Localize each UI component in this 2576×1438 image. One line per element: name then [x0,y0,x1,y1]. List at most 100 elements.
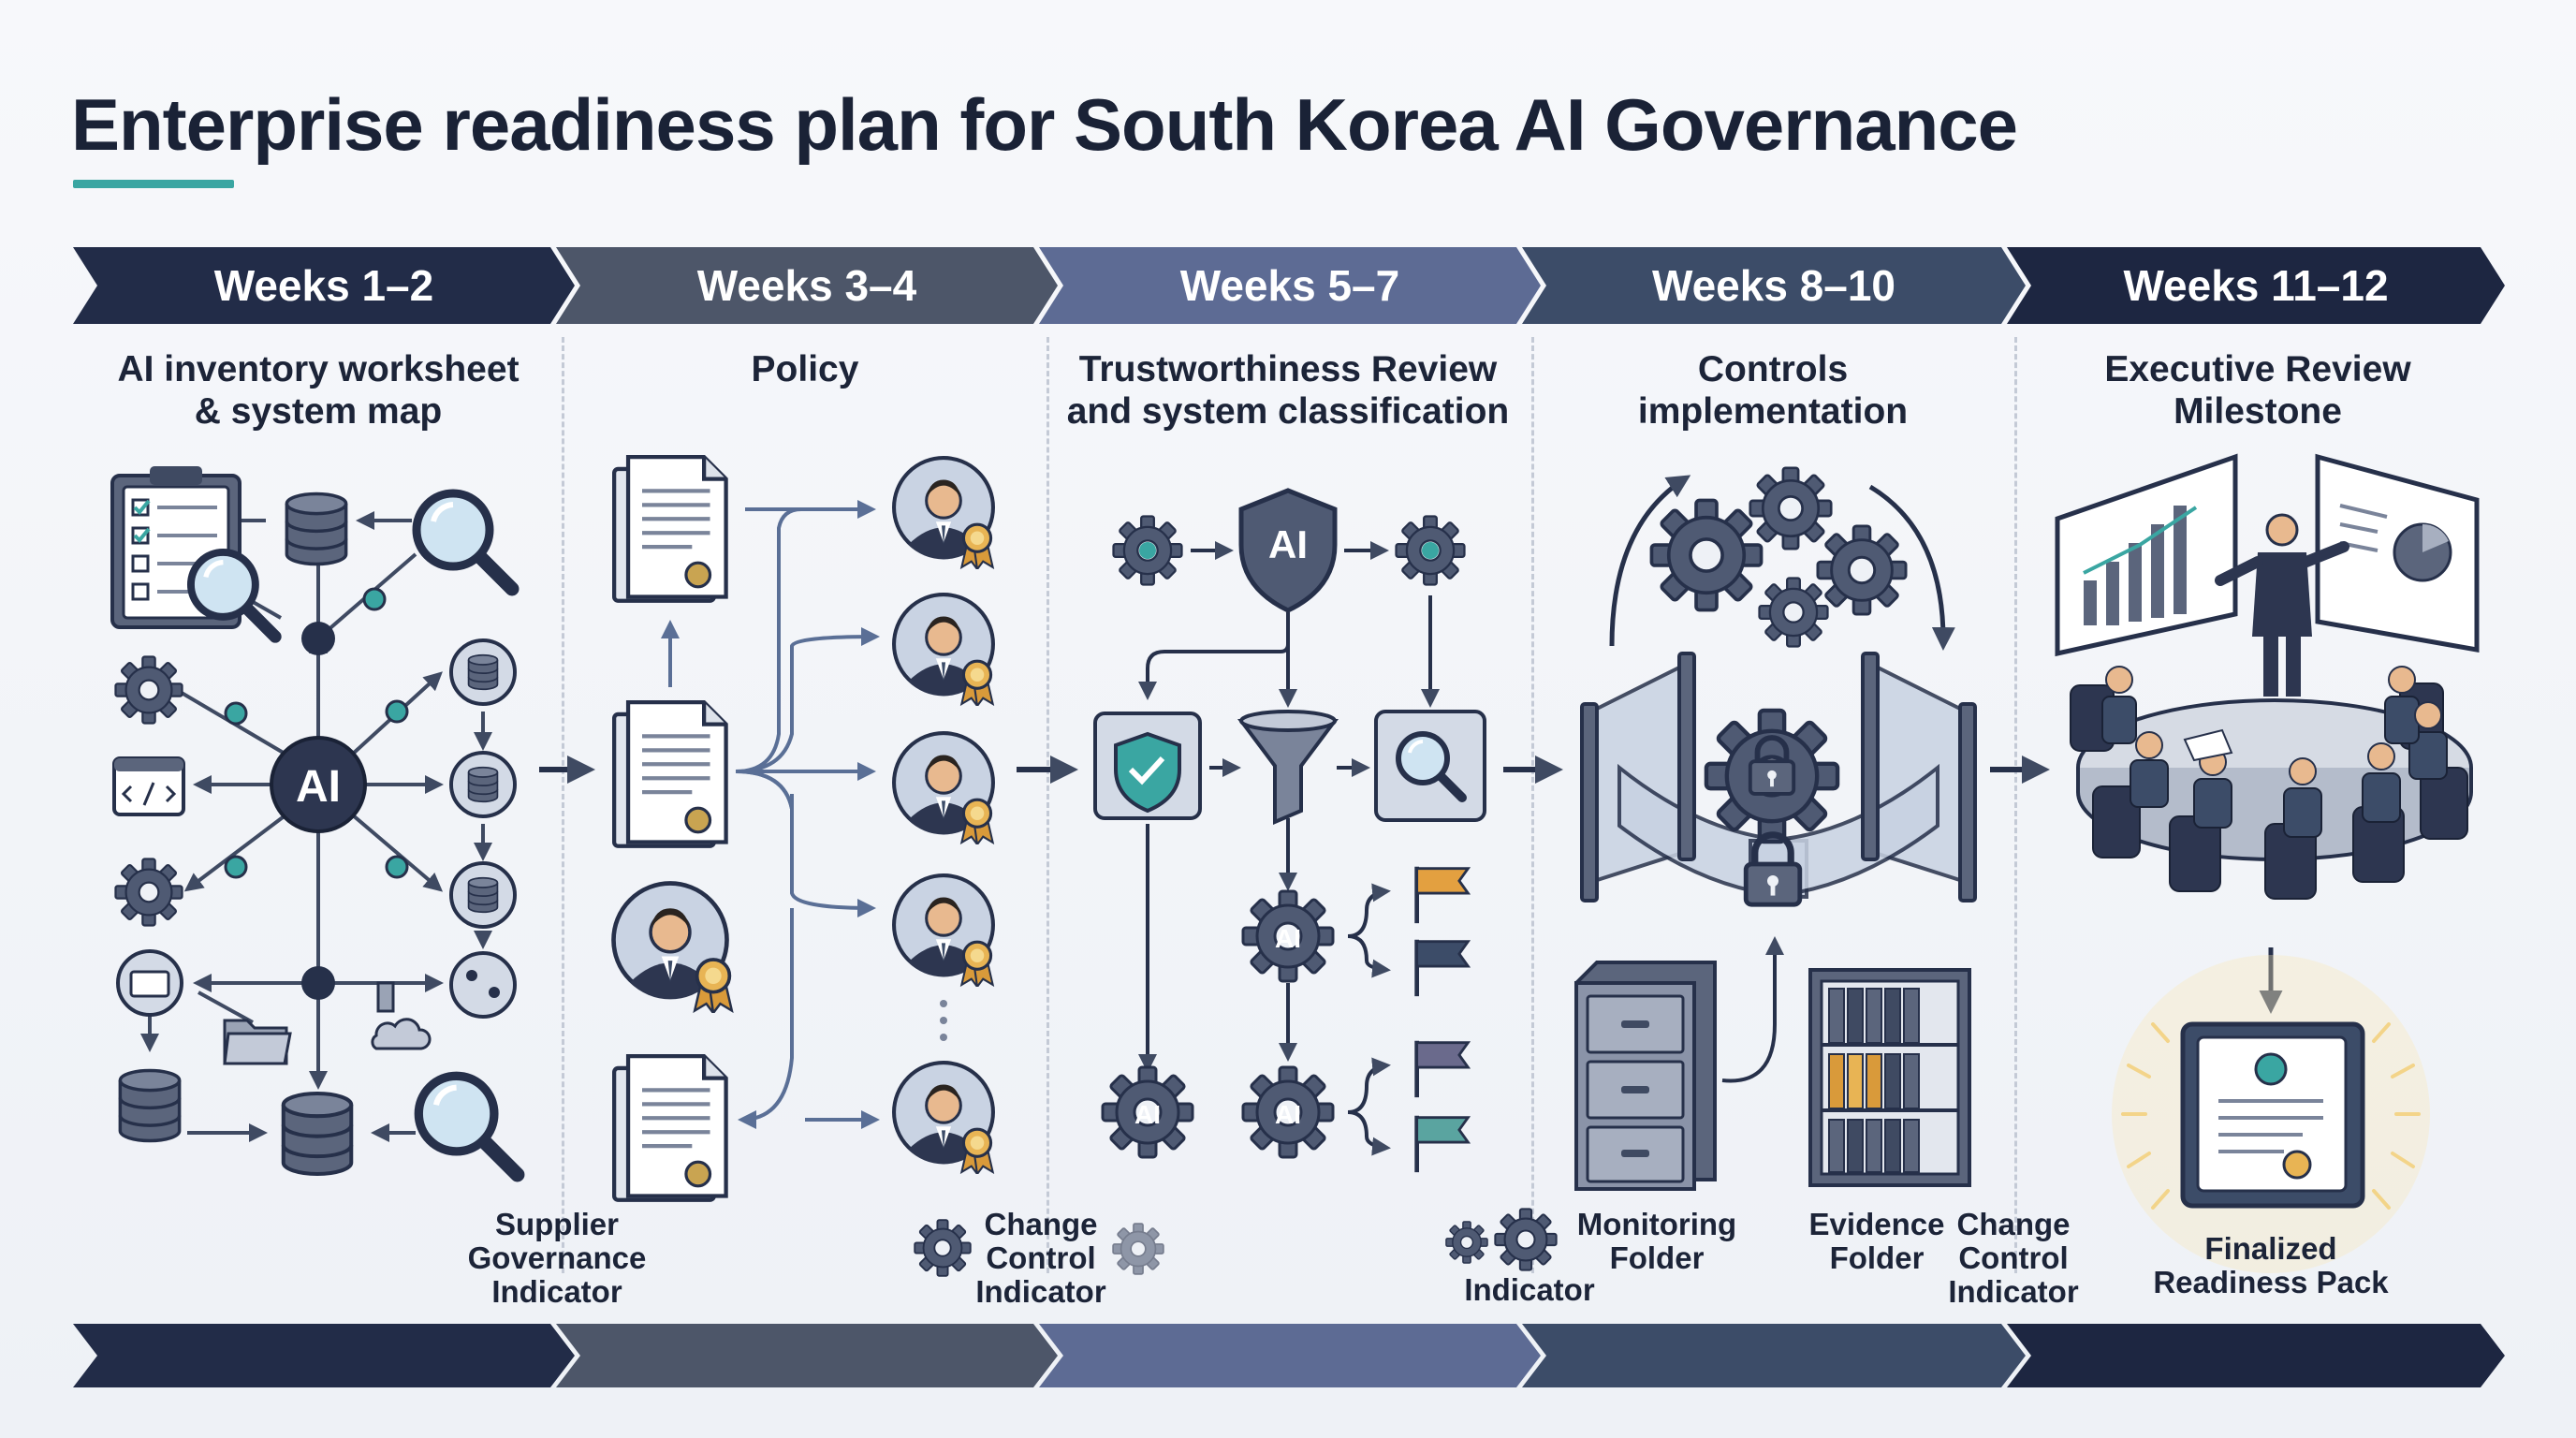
caption-finalized-readiness-pack: Finalized Readiness Pack [2144,1232,2398,1299]
caption-line: Evidence [1808,1207,1945,1241]
database-icon [449,638,517,706]
phase-weeks-label: Weeks 8–10 [1651,261,1896,310]
award-ribbon-icon [959,798,995,844]
document-icon [614,702,725,846]
caption-evidence-folder: Evidence Folder [1797,1208,1956,1275]
caption-line: Indicator [975,1274,1106,1309]
phase-weeks-label: Weeks 11–12 [2123,261,2389,310]
caption-indicator: Indicator [1445,1273,1614,1307]
code-window-icon [112,756,185,816]
award-ribbon-icon [959,1127,995,1174]
hub-ai-label: AI [296,762,341,812]
code-window-icon [116,949,183,1017]
phase-divider [1531,337,1534,1273]
title-underline [73,180,234,188]
flag-icon [1417,1041,1469,1097]
phase-chevron-weeks-8-10: Weeks 8–10 [1522,247,2026,324]
ellipsis-icon [940,1000,947,1041]
caption-line: Supplier [494,1207,620,1241]
phase-divider [1046,337,1049,1273]
award-ribbon-icon [959,659,995,706]
caption-line: Indicator [491,1274,622,1309]
database-icon [449,861,517,929]
network-icon [449,951,517,1019]
gear-icon [1649,498,1764,612]
funnel-icon [1237,710,1339,826]
magnifier-icon [1374,710,1486,822]
database-icon [449,751,517,818]
conference-table-icon [2070,666,2473,900]
phase-label-executive: Executive Review Milestone [2024,348,2492,433]
caption-change-control: Change Control Indicator [1934,1208,2093,1309]
caption-line: Finalized [2204,1231,2337,1266]
presentation-board-icon [2055,453,2238,657]
magnifier-icon [417,493,512,589]
bottom-chevron [556,1324,1058,1387]
phase-chevron-weeks-5-7: Weeks 5–7 [1039,247,1541,324]
phase-label-line: AI inventory worksheet [117,349,520,389]
phase-weeks-label: Weeks 3–4 [696,261,917,310]
phase-label-line: Executive Review [2104,349,2411,389]
award-ribbon-icon [959,940,995,987]
caption-line: Indicator [1464,1272,1595,1307]
caption-monitoring-folder: Monitoring Folder [1573,1208,1741,1275]
caption-line: Monitoring [1576,1207,1737,1241]
caption-change-control: Change Control Indicator [957,1208,1125,1309]
magnifier-icon [418,1076,517,1174]
phase-weeks-label: Weeks 5–7 [1179,261,1400,310]
flag-icon [1417,867,1469,923]
document-icon [614,457,725,601]
flag-icon [1417,1116,1469,1172]
shield-icon: AI [1238,488,1338,613]
shield-ai-label: AI [1268,522,1308,566]
page-title: Enterprise readiness plan for South Kore… [71,83,2018,166]
phase-divider [2014,337,2017,1273]
phase-label-trustworthiness: Trustworthiness Review and system classi… [1054,348,1522,433]
phase-label-line: implementation [1637,391,1909,432]
gear-icon [114,655,183,725]
award-ribbon-icon [959,522,995,569]
caption-line: Control [1958,1240,2069,1275]
phase-label-line: and system classification [1066,391,1510,432]
gear-icon [1758,577,1829,648]
presenter-figure [2215,513,2349,697]
gear-ai-label: AI [1275,1100,1301,1129]
caption-supplier-governance: Supplier Governance Indicator [440,1208,674,1309]
phase-label-policy: Policy [571,348,1039,390]
caption-line: Readiness Pack [2153,1265,2389,1299]
phase-divider [562,337,564,1273]
phase-chevron-weeks-3-4: Weeks 3–4 [556,247,1058,324]
phase-label-line: Trustworthiness Review [1078,349,1498,389]
binder-shelf-icon [1808,968,1971,1187]
cloud-icon [371,981,432,1050]
database-icon [285,492,348,566]
gear-icon [1749,466,1833,550]
phase-label-line: Policy [751,349,859,389]
certificate-icon [2112,955,2430,1273]
shield-check-icon [1093,712,1202,820]
gear-icon [114,858,183,927]
caption-line: Folder [1829,1240,1925,1275]
phase-label-line: Controls [1697,349,1849,389]
hub-ai-node: AI [270,736,367,833]
caption-line: Control [986,1240,1096,1275]
bottom-chevron [2007,1324,2505,1387]
award-ribbon-icon [693,958,734,1013]
folder-icon [223,1019,292,1065]
caption-line: Folder [1609,1240,1705,1275]
caption-line: Governance [467,1240,647,1275]
phase-chevron-weeks-1-2: Weeks 1–2 [73,247,575,324]
flag-icon [1417,940,1469,996]
bottom-chevron [1039,1324,1541,1387]
gear-ai-label: AI [1134,1100,1161,1129]
presentation-board-icon [2315,453,2480,653]
phase-chevron-weeks-11-12: Weeks 11–12 [2007,247,2505,324]
phase-label-inventory: AI inventory worksheet & system map [84,348,552,433]
filing-cabinet-icon [1574,961,1717,1191]
phase-label-controls: Controls implementation [1539,348,2007,433]
caption-line: Change [984,1207,1098,1241]
gear-icon [1494,1208,1558,1271]
gear-icon [1816,524,1908,616]
